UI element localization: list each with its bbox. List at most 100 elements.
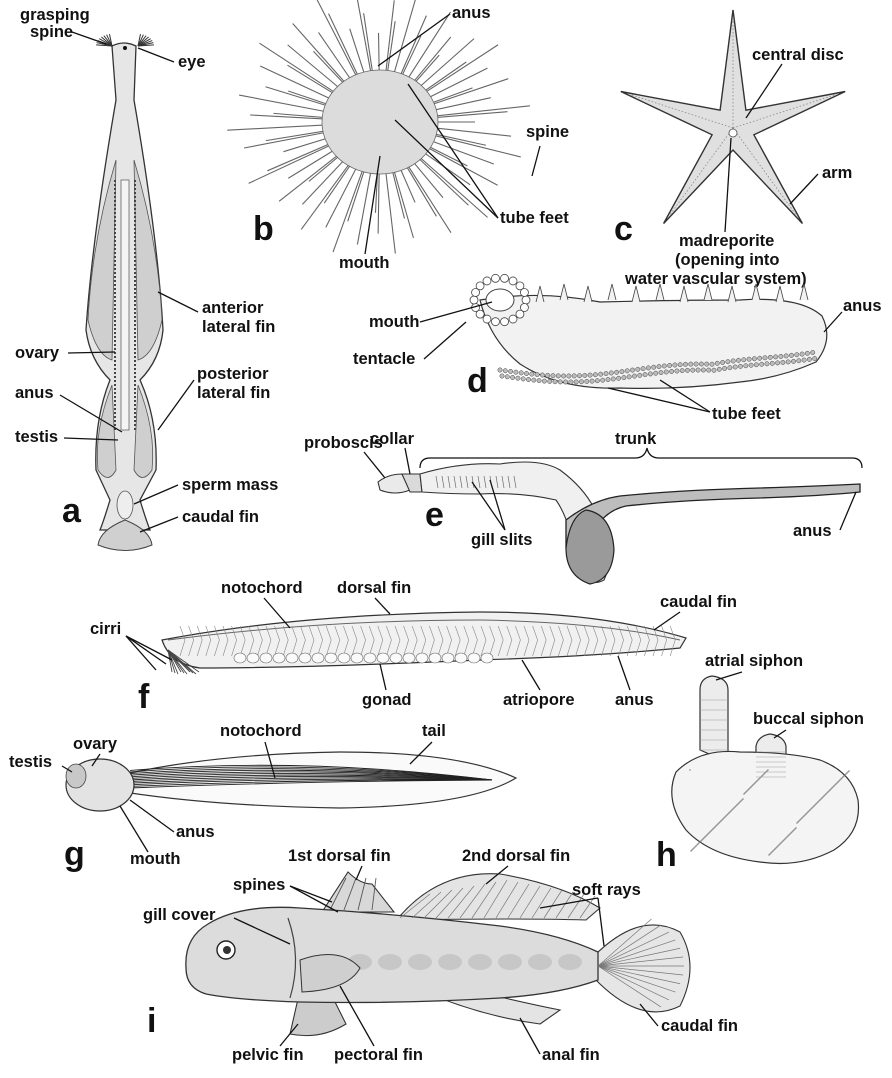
label-second-dorsal-fin: 2nd dorsal fin bbox=[462, 847, 570, 865]
leader-tentacle bbox=[424, 322, 466, 359]
leader-caudal-fin-f bbox=[654, 612, 680, 630]
panel-f-lancelet: notochord dorsal fin caudal fin cirri go… bbox=[90, 579, 737, 716]
panel-letter-e: e bbox=[425, 496, 444, 534]
label-anus-e: anus bbox=[793, 522, 832, 540]
sea-cucumber-mouth bbox=[486, 289, 514, 311]
tunicate-atrial-siphon bbox=[700, 676, 728, 762]
leader-cirri-1 bbox=[126, 636, 166, 664]
label-caudal-fin-a: caudal fin bbox=[182, 508, 259, 526]
label-tube-feet-d: tube feet bbox=[712, 405, 781, 423]
label-cirri: cirri bbox=[90, 620, 121, 638]
label-mouth-b: mouth bbox=[339, 254, 389, 272]
panel-letter-g: g bbox=[64, 835, 85, 873]
label-posterior-lateral-fin-line2: lateral fin bbox=[197, 384, 270, 402]
label-madreporite-line2: (opening into bbox=[675, 251, 779, 269]
leader-eye bbox=[138, 48, 174, 62]
leader-anus-e bbox=[840, 492, 856, 530]
leader-first-dorsal-fin bbox=[356, 866, 362, 880]
leader-anus-f bbox=[618, 656, 630, 690]
leader-anus-d bbox=[824, 312, 842, 332]
label-tail: tail bbox=[422, 722, 446, 740]
leader-spines-1 bbox=[290, 886, 332, 902]
leader-cirri-3 bbox=[126, 636, 156, 670]
leader-mouth-g bbox=[120, 806, 148, 852]
acorn-worm-coil bbox=[566, 510, 614, 584]
leader-gonad bbox=[380, 664, 386, 690]
label-ovary-a: ovary bbox=[15, 344, 60, 362]
tunicate-body bbox=[672, 751, 859, 863]
panel-letter-d: d bbox=[467, 362, 488, 400]
label-caudal-fin-i: caudal fin bbox=[661, 1017, 738, 1035]
label-grasping-spine-line1: grasping bbox=[20, 6, 90, 24]
gut bbox=[121, 180, 129, 430]
panel-e-acorn-worm: collar proboscis trunk gill slits anus e bbox=[304, 430, 862, 584]
panel-g-tunicate-larva: ovary testis notochord tail anus mouth g bbox=[9, 722, 516, 873]
panel-h-adult-tunicate: atrial siphon buccal siphon h bbox=[656, 652, 864, 874]
label-tentacle: tentacle bbox=[353, 350, 415, 368]
label-soft-rays: soft rays bbox=[572, 881, 641, 899]
leader-anterior-lateral-fin bbox=[158, 292, 198, 312]
panel-letter-h: h bbox=[656, 836, 677, 874]
label-gill-cover: gill cover bbox=[143, 906, 216, 924]
leader-tube-feet-d-1 bbox=[608, 388, 710, 412]
label-notochord-g: notochord bbox=[220, 722, 302, 740]
label-madreporite-line1: madreporite bbox=[679, 232, 774, 250]
label-pectoral-fin: pectoral fin bbox=[334, 1046, 423, 1064]
label-anal-fin: anal fin bbox=[542, 1046, 600, 1064]
leader-soft-rays-2 bbox=[598, 898, 604, 946]
leader-atriopore bbox=[522, 660, 540, 690]
leader-anus-g bbox=[130, 800, 174, 832]
panel-b-sea-urchin: anus spine tube feet mouth b bbox=[227, 0, 569, 272]
label-testis: testis bbox=[15, 428, 58, 446]
leader-dorsal-fin-f bbox=[375, 598, 390, 614]
label-central-disc: central disc bbox=[752, 46, 844, 64]
goby-pupil bbox=[223, 946, 231, 954]
label-dorsal-fin-f: dorsal fin bbox=[337, 579, 411, 597]
label-atrial-siphon: atrial siphon bbox=[705, 652, 803, 670]
panel-letter-i: i bbox=[147, 1002, 156, 1040]
label-trunk: trunk bbox=[615, 430, 657, 448]
panel-letter-b: b bbox=[253, 210, 274, 248]
label-sperm-mass: sperm mass bbox=[182, 476, 278, 494]
label-mouth-g: mouth bbox=[130, 850, 180, 868]
label-caudal-fin-f: caudal fin bbox=[660, 593, 737, 611]
leader-atrial-siphon bbox=[716, 672, 742, 680]
label-anterior-lateral-fin-line2: lateral fin bbox=[202, 318, 275, 336]
label-madreporite-line3: water vascular system) bbox=[624, 270, 807, 288]
leader-posterior-lateral-fin bbox=[158, 380, 194, 430]
label-gonad: gonad bbox=[362, 691, 412, 709]
leader-grasping-spine bbox=[72, 32, 106, 44]
panel-a-chaetognath: grasping spine eye anterior lateral fin … bbox=[15, 6, 278, 551]
label-mouth-d: mouth bbox=[369, 313, 419, 331]
label-anus-b: anus bbox=[452, 4, 491, 22]
label-anus-d: anus bbox=[843, 297, 882, 315]
label-arm: arm bbox=[822, 164, 852, 182]
goby-first-dorsal-fin bbox=[322, 872, 394, 912]
label-spines: spines bbox=[233, 876, 285, 894]
label-tube-feet-b: tube feet bbox=[500, 209, 569, 227]
label-proboscis: proboscis bbox=[304, 434, 383, 452]
label-buccal-siphon: buccal siphon bbox=[753, 710, 864, 728]
panel-letter-a: a bbox=[62, 492, 82, 530]
larva-testis bbox=[66, 764, 86, 788]
panel-letter-c: c bbox=[614, 210, 633, 248]
label-anus-f: anus bbox=[615, 691, 654, 709]
label-ovary-g: ovary bbox=[73, 735, 118, 753]
panel-c-sea-star: central disc arm madreporite (opening in… bbox=[614, 10, 852, 288]
label-testis-g: testis bbox=[9, 753, 52, 771]
label-pelvic-fin: pelvic fin bbox=[232, 1046, 304, 1064]
sperm-mass-drawing bbox=[117, 491, 133, 519]
leader-proboscis bbox=[364, 452, 385, 478]
leader-spine-b bbox=[532, 146, 540, 176]
madreporite-plate bbox=[729, 129, 737, 137]
panel-letter-f: f bbox=[138, 678, 150, 716]
label-anus-g: anus bbox=[176, 823, 215, 841]
leader-anus-b bbox=[378, 14, 450, 66]
label-anus-a: anus bbox=[15, 384, 54, 402]
eye-spot bbox=[123, 46, 127, 50]
panel-i-goby-fish: 1st dorsal fin 2nd dorsal fin spines sof… bbox=[143, 847, 738, 1064]
label-gill-slits: gill slits bbox=[471, 531, 532, 549]
leader-arm bbox=[790, 174, 818, 204]
